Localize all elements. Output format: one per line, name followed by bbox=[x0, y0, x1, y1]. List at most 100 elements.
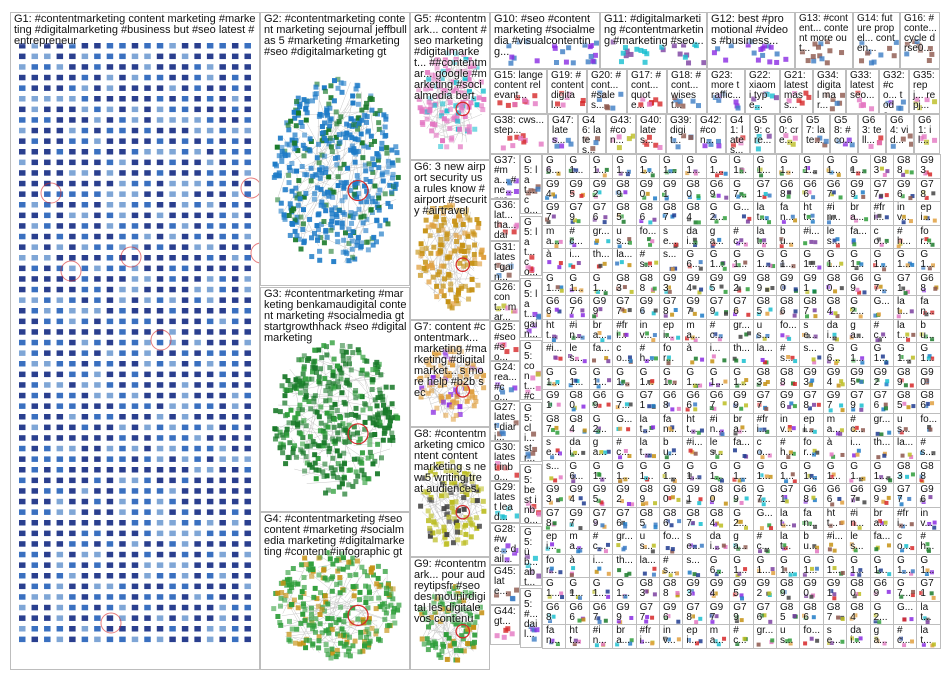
user-node bbox=[131, 233, 139, 240]
user-node bbox=[823, 138, 829, 144]
small-group-label: #c... bbox=[569, 225, 583, 247]
group-label: G5: cli... str... bbox=[524, 403, 538, 462]
user-node bbox=[440, 210, 446, 216]
user-node bbox=[497, 342, 503, 348]
user-node bbox=[315, 185, 321, 191]
user-node bbox=[422, 610, 428, 616]
user-node bbox=[443, 412, 449, 418]
user-node bbox=[81, 498, 89, 505]
user-node bbox=[181, 562, 189, 568]
user-node bbox=[330, 381, 336, 387]
group-g5-nodes bbox=[525, 500, 541, 517]
user-node bbox=[94, 350, 101, 356]
user-node bbox=[244, 223, 251, 229]
user-node bbox=[244, 382, 251, 388]
user-node bbox=[469, 260, 475, 266]
user-node bbox=[194, 339, 201, 346]
group-label: G36: lat... tha... dail... bbox=[494, 200, 517, 241]
user-node bbox=[169, 382, 176, 388]
user-node bbox=[329, 207, 335, 213]
small-group-label: G68 bbox=[663, 390, 677, 411]
small-group-label: G1... bbox=[803, 155, 818, 176]
user-node bbox=[363, 176, 369, 182]
user-node bbox=[369, 387, 375, 393]
group-g14: G14: future propel... conten... bbox=[853, 12, 900, 69]
user-node bbox=[381, 402, 387, 408]
user-node bbox=[181, 520, 189, 526]
user-node bbox=[44, 551, 51, 558]
small-group-label: G87 bbox=[663, 202, 677, 223]
small-group-cell: les... bbox=[565, 342, 590, 367]
user-node bbox=[347, 572, 353, 578]
user-node bbox=[341, 587, 347, 593]
user-node bbox=[355, 148, 361, 154]
user-node bbox=[372, 198, 378, 204]
user-node bbox=[908, 141, 913, 147]
user-node bbox=[231, 604, 239, 611]
edge bbox=[437, 127, 456, 135]
user-node bbox=[156, 414, 164, 420]
user-node bbox=[169, 233, 176, 240]
user-node bbox=[244, 424, 251, 431]
user-node bbox=[357, 436, 363, 442]
user-node bbox=[94, 85, 101, 91]
user-node bbox=[131, 477, 139, 484]
user-node bbox=[437, 618, 443, 624]
user-node bbox=[444, 532, 450, 538]
group-g7-nodes bbox=[416, 345, 487, 422]
small-group-label: inv... bbox=[780, 413, 793, 435]
user-node bbox=[928, 172, 933, 177]
user-node bbox=[494, 592, 500, 598]
user-node bbox=[219, 180, 226, 187]
small-group-label: G67 bbox=[709, 390, 724, 411]
user-node bbox=[81, 445, 89, 452]
user-node bbox=[144, 583, 151, 590]
user-node bbox=[369, 96, 375, 102]
user-node bbox=[181, 64, 189, 70]
user-node bbox=[81, 615, 89, 621]
small-group-label: fan... bbox=[780, 202, 794, 223]
user-node bbox=[19, 541, 26, 547]
small-group-cell: G83 bbox=[752, 365, 777, 390]
user-node bbox=[335, 154, 341, 160]
user-node bbox=[316, 572, 322, 578]
user-node bbox=[448, 205, 454, 211]
user-node bbox=[206, 339, 214, 346]
user-node bbox=[352, 136, 358, 142]
small-group-cell: gr... bbox=[729, 318, 754, 343]
small-group-cell: G1... bbox=[565, 154, 590, 179]
group-label: G5: lat... co... bbox=[524, 217, 538, 276]
user-node bbox=[206, 551, 214, 558]
user-node bbox=[376, 207, 382, 213]
user-node bbox=[329, 616, 335, 622]
user-node bbox=[94, 64, 101, 70]
user-node bbox=[169, 297, 176, 303]
user-node bbox=[368, 166, 374, 172]
user-node bbox=[710, 359, 715, 364]
user-node bbox=[579, 193, 584, 198]
group-label: G47: lates... bbox=[552, 115, 577, 146]
user-node bbox=[94, 498, 101, 505]
user-node bbox=[231, 297, 239, 303]
user-node bbox=[56, 467, 64, 473]
small-group-label: G69 bbox=[709, 178, 724, 200]
user-node bbox=[244, 64, 251, 70]
user-node bbox=[381, 606, 387, 612]
user-node bbox=[334, 363, 340, 369]
user-node bbox=[299, 589, 305, 595]
edge bbox=[453, 372, 458, 376]
user-node bbox=[169, 244, 176, 250]
user-node bbox=[505, 102, 511, 108]
user-node bbox=[376, 583, 382, 589]
small-group-cell: G71 bbox=[752, 177, 777, 202]
small-group-cell: for... bbox=[659, 342, 684, 367]
user-node bbox=[282, 153, 288, 159]
small-group-cell: G95 bbox=[705, 271, 731, 296]
edge bbox=[432, 475, 434, 486]
user-node bbox=[231, 573, 239, 579]
small-group-label: #in... bbox=[569, 319, 584, 341]
user-node bbox=[495, 306, 501, 312]
user-node bbox=[94, 149, 101, 155]
user-node bbox=[69, 244, 76, 250]
user-node bbox=[431, 102, 437, 108]
